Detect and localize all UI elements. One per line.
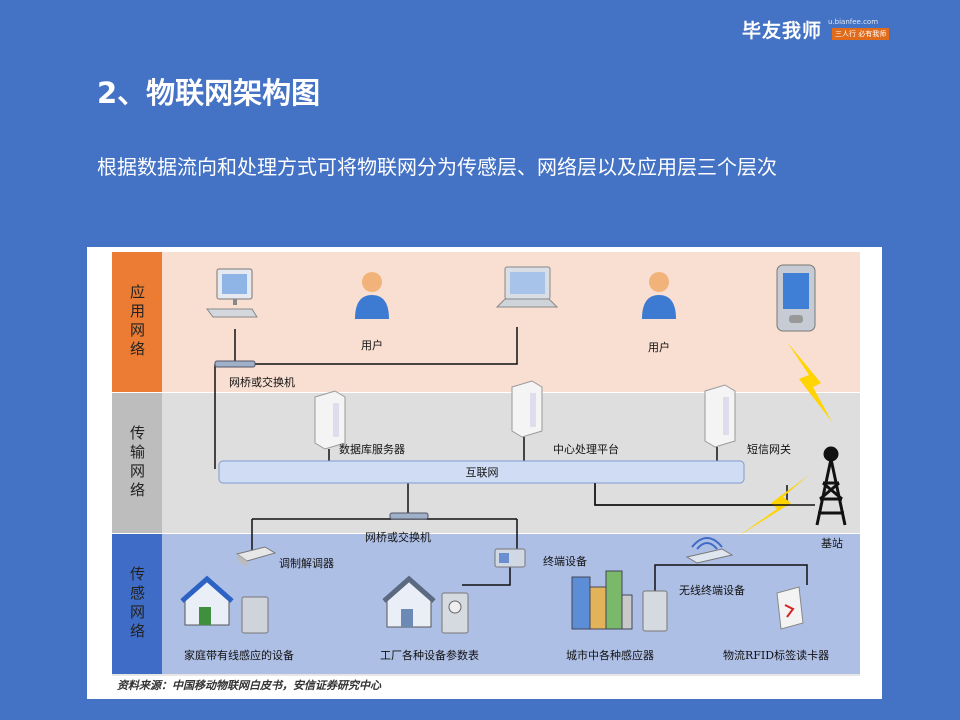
house-icon (180, 575, 234, 626)
desktop-computer-icon (206, 268, 258, 318)
rfid-reader-icon (776, 586, 804, 630)
rfid-reader-label: 物流RFID标签读卡器 (723, 648, 829, 662)
wireless-terminal-label: 无线终端设备 (679, 583, 745, 597)
base-station-label: 基站 (821, 536, 843, 550)
city-sensor-label: 城市中各种感应器 (566, 648, 654, 662)
sensing-layer-label: 传感网络 (128, 566, 146, 642)
device-box-icon (642, 590, 668, 632)
bridge-bottom-label: 网桥或交换机 (365, 530, 431, 544)
center-platform-label: 中心处理平台 (553, 442, 619, 456)
handheld-device-icon (776, 264, 816, 332)
factory-building-icon (382, 575, 436, 628)
factory-meter-label: 工厂各种设备参数表 (380, 648, 479, 662)
server-icon (314, 390, 346, 450)
slide-title: 2、物联网架构图 (97, 76, 321, 110)
terminal-device-icon (494, 548, 526, 568)
sms-gateway-label: 短信网关 (747, 442, 791, 456)
internet-bar (218, 460, 745, 484)
city-buildings-icon (571, 570, 633, 630)
slide-subtitle: 根据数据流向和处理方式可将物联网分为传感层、网络层以及应用层三个层次 (97, 155, 777, 179)
sensing-layer-tab (112, 534, 162, 674)
brand-logo: 毕友我师 u.bianfee.com 三人行 必有我师 (742, 14, 892, 44)
bridge-top-label: 网桥或交换机 (229, 375, 295, 389)
database-server-label: 数据库服务器 (339, 442, 405, 456)
network-switch-icon (389, 512, 429, 520)
wireless-router-icon (685, 537, 734, 564)
sensing-layer-band (112, 534, 860, 674)
application-layer-tab (112, 252, 162, 392)
brand-name: 毕友我师 (742, 20, 823, 42)
wireless-signal-bolt (787, 342, 832, 422)
device-box-icon (241, 596, 269, 634)
internet-label: 互联网 (466, 466, 499, 479)
server-icon (704, 384, 736, 448)
laptop-icon (495, 266, 559, 308)
brand-slogan: 三人行 必有我师 (832, 28, 890, 40)
base-station-tower-icon (815, 446, 847, 526)
gauge-meter-icon (441, 592, 469, 634)
brand-url: u.bianfee.com (828, 18, 879, 26)
iot-architecture-diagram: 应用网络 传输网络 传感网络 互联网 用户 用户 (87, 247, 882, 699)
transport-layer-tab (112, 393, 162, 533)
user-icon (642, 272, 676, 319)
network-switch-icon (214, 360, 256, 368)
source-note: 资料来源：中国移动物联网白皮书，安信证券研究中心 (117, 679, 382, 692)
transport-layer-label: 传输网络 (128, 425, 146, 501)
application-layer-label: 应用网络 (128, 283, 146, 360)
terminal-device-label: 终端设备 (543, 554, 587, 568)
user-icon (355, 272, 389, 319)
modem-icon (235, 546, 277, 567)
modem-label: 调制解调器 (279, 556, 334, 570)
user-label: 用户 (648, 340, 670, 354)
server-icon (511, 380, 543, 438)
user-label: 用户 (361, 338, 383, 352)
home-device-label: 家庭带有线感应的设备 (184, 648, 294, 662)
base-station-link (594, 483, 815, 506)
